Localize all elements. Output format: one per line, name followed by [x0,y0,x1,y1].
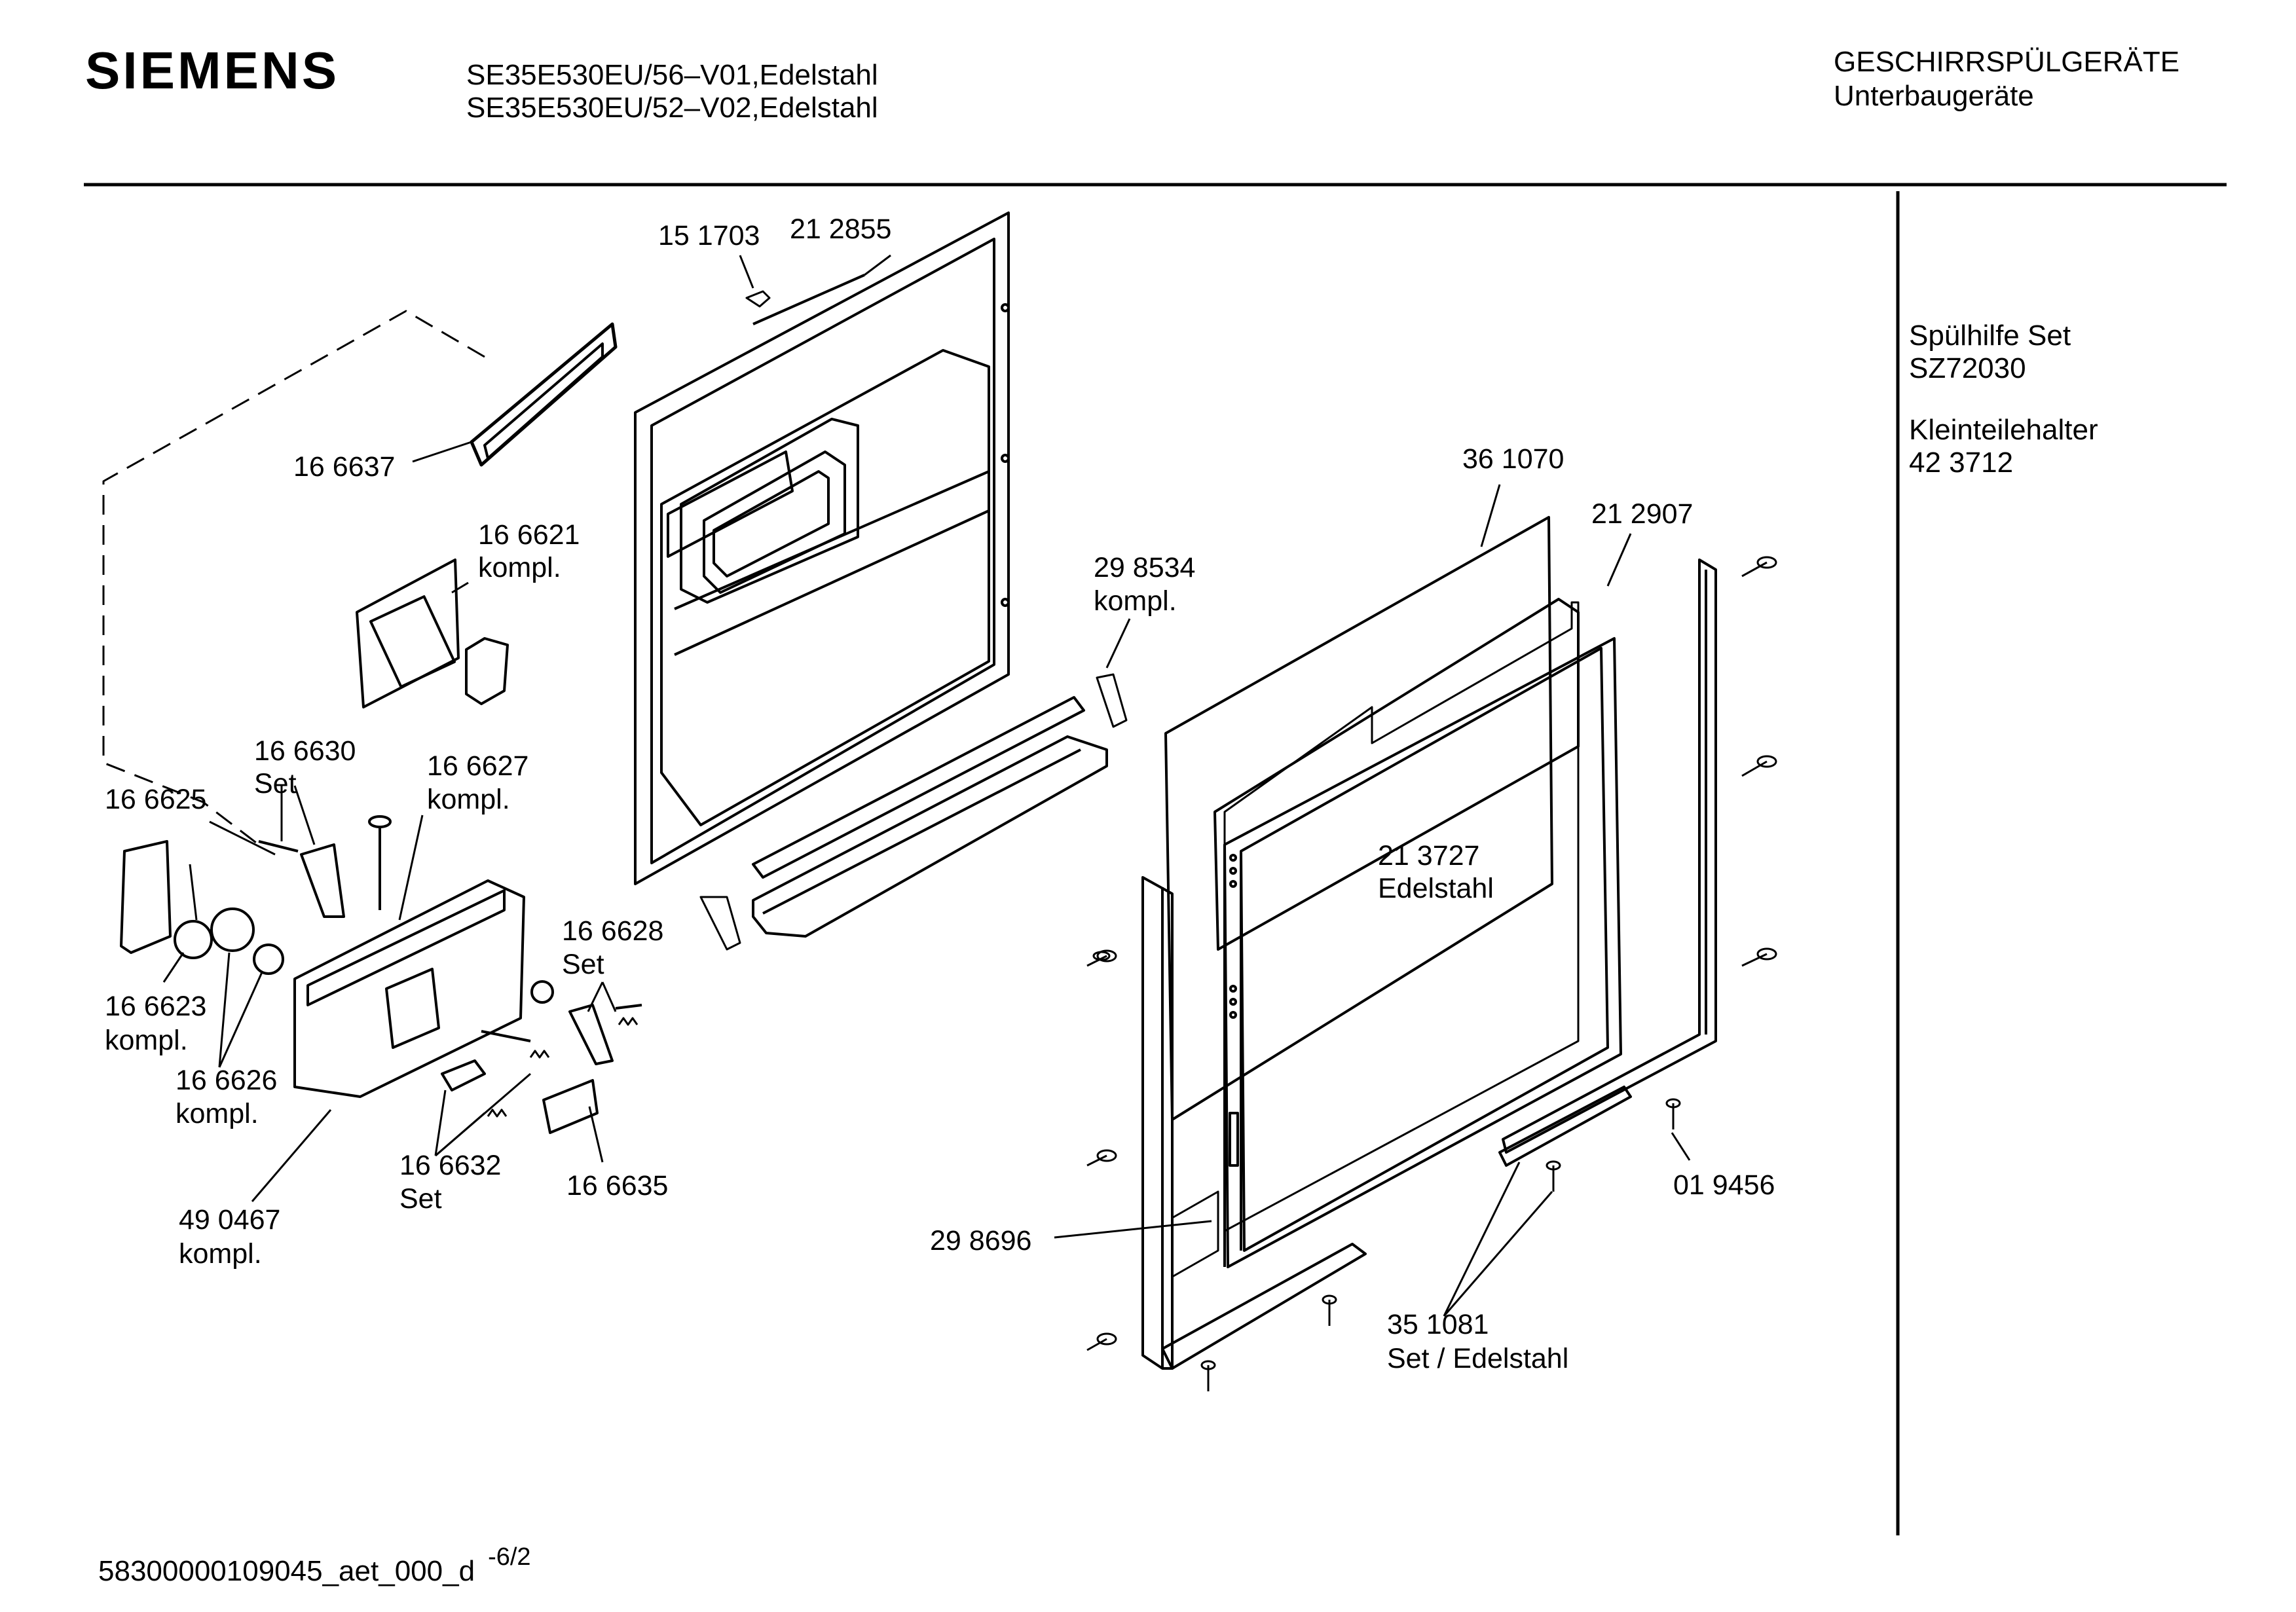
part-166632-note: Set [399,1183,442,1215]
page-number: -6/2 [488,1543,531,1571]
part-213727-note: Edelstahl [1378,873,1494,904]
outer-door-front [1164,516,1622,1268]
part-166628-note: Set [562,949,604,980]
screws [699,290,1777,1391]
part-166623-note: kompl. [105,1025,188,1056]
part-212855: 21 2855 [790,213,892,245]
part-151703: 15 1703 [658,220,760,251]
siemens-logo: SIEMENS [85,41,340,100]
part-166621: 16 6621 [478,519,580,551]
part-166626: 16 6626 [176,1065,278,1096]
part-213727: 21 3727 [1378,840,1480,871]
part-166630-note: Set [254,768,297,799]
part-351081-note: Set / Edelstahl [1387,1343,1569,1374]
model-line-2: SE35E530EU/52–V02,Edelstahl [466,92,878,124]
part-490467: 49 0467 [179,1204,281,1236]
side-frame [1141,559,1717,1370]
part-361070: 36 1070 [1462,443,1565,475]
leader-lines [162,254,1691,1317]
accessory-number-2: 42 3712 [1909,447,2014,479]
part-166635: 16 6635 [566,1170,669,1201]
category-subtitle: Unterbaugeräte [1834,80,2034,112]
part-212907: 21 2907 [1591,498,1694,530]
model-line-1: SE35E530EU/56–V01,Edelstahl [466,59,878,91]
part-166626-note: kompl. [176,1098,259,1129]
dosing-module-parts [120,322,642,1134]
accessory-name-1: Spülhilfe Set [1909,320,2071,352]
part-298534: 29 8534 [1094,552,1196,583]
part-166625: 16 6625 [105,784,207,815]
dashed-group-line [102,310,485,846]
part-351081: 35 1081 [1387,1309,1489,1340]
part-019456: 01 9456 [1673,1169,1775,1201]
part-490467-note: kompl. [179,1238,262,1270]
part-166623: 16 6623 [105,991,207,1022]
document-number: 58300000109045_aet_000_d [98,1555,475,1587]
part-166630: 16 6630 [254,735,356,767]
part-166632: 16 6632 [399,1150,502,1181]
accessory-name-2: Kleinteilehalter [1909,414,2098,446]
part-166628: 16 6628 [562,915,664,947]
part-298534-note: kompl. [1094,585,1177,617]
inner-door-panel [634,211,1010,885]
accessory-number-1: SZ72030 [1909,352,2026,384]
part-298696: 29 8696 [930,1225,1032,1256]
part-166637: 16 6637 [293,451,396,483]
part-166621-note: kompl. [478,552,561,583]
category-title: GESCHIRRSPÜLGERÄTE [1834,46,2180,78]
document-id: 58300000109045_aet_000_d -6/2 [98,1543,531,1588]
springs [487,1017,639,1118]
part-166627: 16 6627 [427,750,529,782]
part-166627-note: kompl. [427,784,510,815]
handle-strip [752,696,1108,938]
